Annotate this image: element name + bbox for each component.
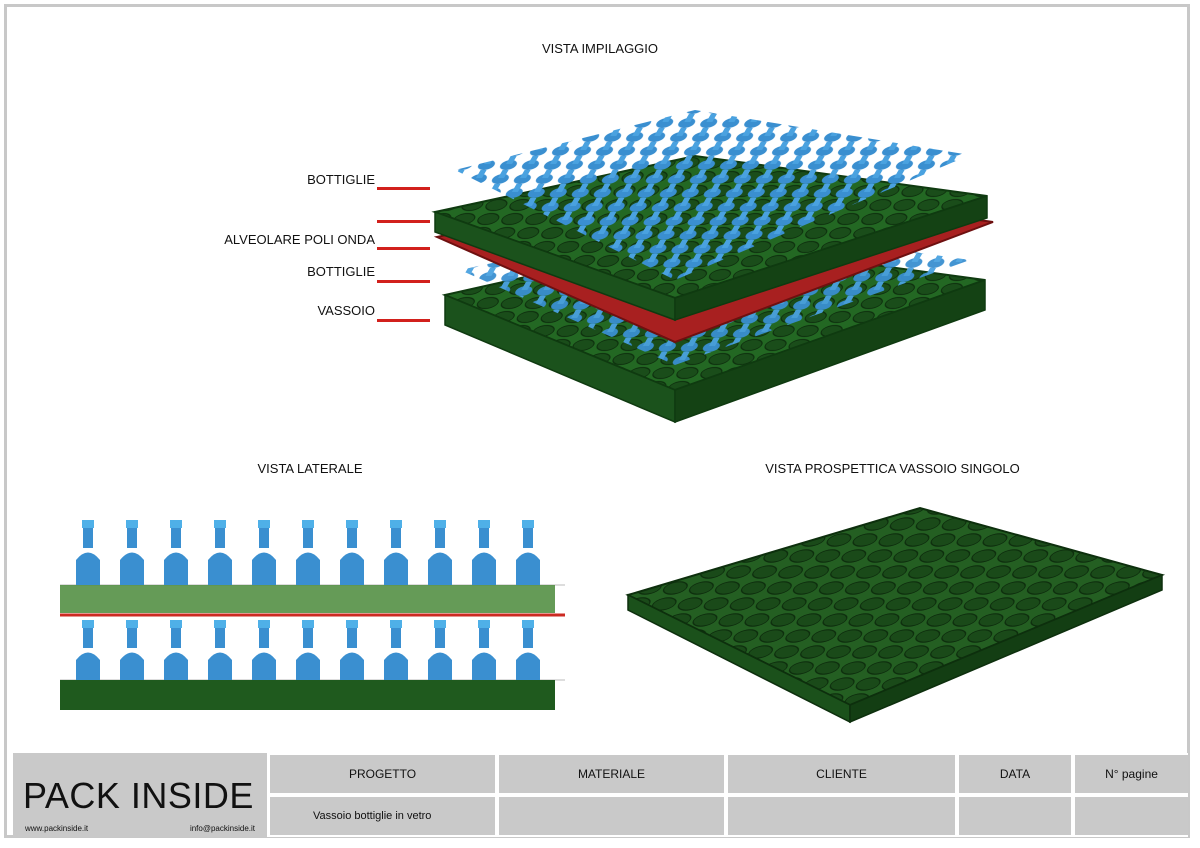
value-date: [959, 797, 1071, 835]
header-material: MATERIALE: [499, 755, 724, 793]
value-project: Vassoio bottiglie in vetro: [270, 797, 495, 835]
brand-website[interactable]: www.packinside.it: [25, 824, 89, 833]
side-view-top-tray: [60, 585, 555, 613]
value-pages: [1075, 797, 1188, 835]
value-material: [499, 797, 724, 835]
side-view-bottles: [60, 520, 565, 710]
title-block: PACK INSIDE www.packinside.it info@packi…: [13, 753, 1188, 837]
header-client: CLIENTE: [728, 755, 955, 793]
callout-bottles-bottom: BOTTIGLIE: [307, 264, 375, 279]
value-client: [728, 797, 955, 835]
callout-line-bottles-bottom: [377, 280, 430, 283]
header-pages: N° pagine: [1075, 755, 1188, 793]
header-date: DATA: [959, 755, 1071, 793]
stacking-view-title: VISTA IMPILAGGIO: [541, 41, 659, 56]
side-view-bottom-tray: [60, 680, 555, 710]
callout-bottles-top: BOTTIGLIE: [307, 172, 375, 187]
brand-name: PACK INSIDE: [23, 775, 254, 816]
callout-line-divider-top: [377, 220, 430, 223]
callout-line-tray: [377, 319, 430, 322]
side-view-title: VISTA LATERALE: [257, 461, 363, 476]
brand-email[interactable]: info@packinside.it: [189, 824, 255, 833]
side-view-top-row: [76, 520, 540, 585]
perspective-tray-illustration: [625, 506, 1166, 724]
perspective-view-title: VISTA PROSPETTICA VASSOIO SINGOLO: [765, 461, 1020, 476]
callout-line-bottles-top: [377, 187, 430, 190]
callout-tray: VASSOIO: [317, 303, 375, 318]
callout-honeycomb-divider: ALVEOLARE POLI ONDA: [224, 232, 375, 247]
side-view-bottom-row: [76, 620, 540, 680]
header-project: PROGETTO: [270, 755, 495, 793]
stacking-view-illustration: [431, 110, 994, 424]
callout-line-divider-bottom: [377, 247, 430, 250]
brand-box: PACK INSIDE www.packinside.it info@packi…: [13, 753, 267, 837]
